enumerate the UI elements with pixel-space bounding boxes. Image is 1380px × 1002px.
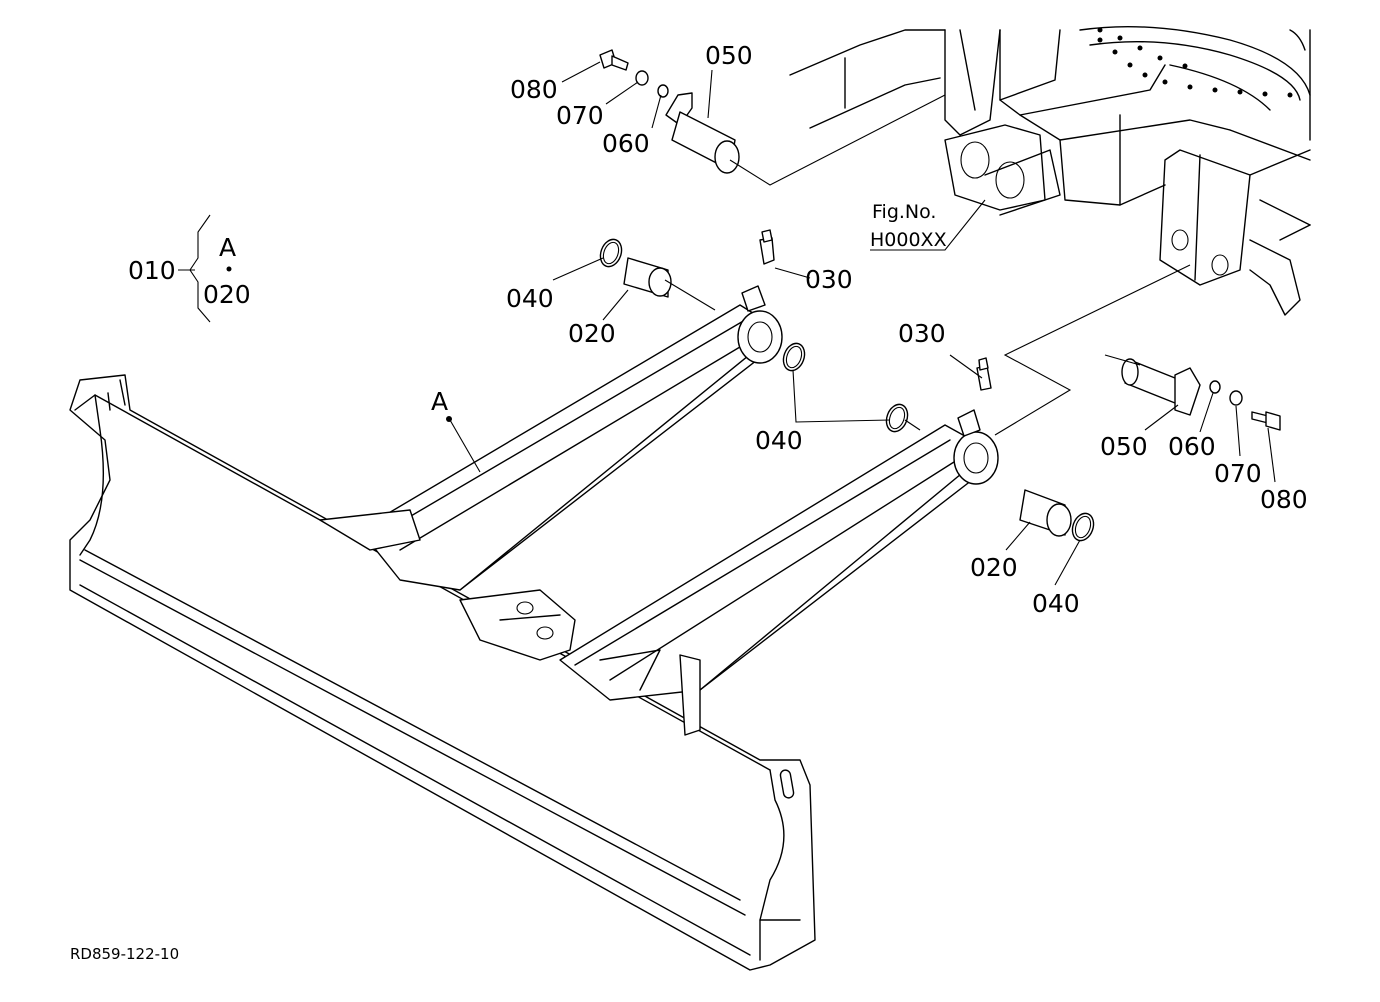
label-070-right: 070	[1214, 459, 1262, 488]
machine-frame	[789, 25, 1311, 316]
point-a-group	[226, 266, 232, 272]
o-ring-040-left	[599, 238, 623, 268]
label-050-right: 050	[1100, 432, 1148, 461]
label-010: 010	[128, 256, 176, 285]
bushing-020-right	[1019, 489, 1072, 537]
label-060-right: 060	[1168, 432, 1216, 461]
washer-070-right	[1229, 390, 1243, 406]
label-080-right: 080	[1260, 485, 1308, 514]
push-frame	[319, 285, 999, 736]
figure-ref-line1: Fig.No.	[872, 201, 936, 223]
label-a-frame: A	[431, 387, 448, 416]
bushing-020-left	[623, 257, 672, 298]
label-040-mid: 040	[755, 426, 803, 455]
figure-ref-line2: H000XX	[870, 229, 947, 251]
label-030-left: 030	[805, 265, 853, 294]
label-030-right: 030	[898, 319, 946, 348]
o-ring-040-right	[1071, 512, 1095, 542]
label-020-right: 020	[970, 553, 1018, 582]
label-060-top: 060	[602, 129, 650, 158]
label-080-top: 080	[510, 75, 558, 104]
label-020-left: 020	[568, 319, 616, 348]
grease-nipple-030-left	[759, 229, 775, 265]
point-a-frame	[446, 416, 452, 422]
diagram-code: RD859-122-10	[70, 945, 179, 963]
bolt-080-right	[1251, 411, 1281, 431]
o-ring-040-mid	[885, 403, 909, 433]
dozer-blade	[69, 374, 816, 971]
grease-nipple-030-right	[976, 357, 992, 391]
lock-washer-060-top	[657, 84, 669, 98]
callout-labels: 080 070 060 050 010 A 020 040 020 030 03…	[70, 41, 1308, 963]
o-ring-040-upper	[782, 342, 806, 372]
label-070-top: 070	[556, 101, 604, 130]
lock-washer-060-right	[1209, 380, 1221, 394]
label-group-a: A	[219, 233, 236, 262]
label-group-020: 020	[203, 280, 251, 309]
leader-lines	[178, 61, 1276, 586]
pin-050-right	[1121, 358, 1201, 416]
label-050-top: 050	[705, 41, 753, 70]
bolt-080-top	[599, 49, 629, 71]
pin-050-top	[665, 92, 740, 174]
label-040-right: 040	[1032, 589, 1080, 618]
washer-070-top	[635, 70, 649, 86]
label-040-left: 040	[506, 284, 554, 313]
